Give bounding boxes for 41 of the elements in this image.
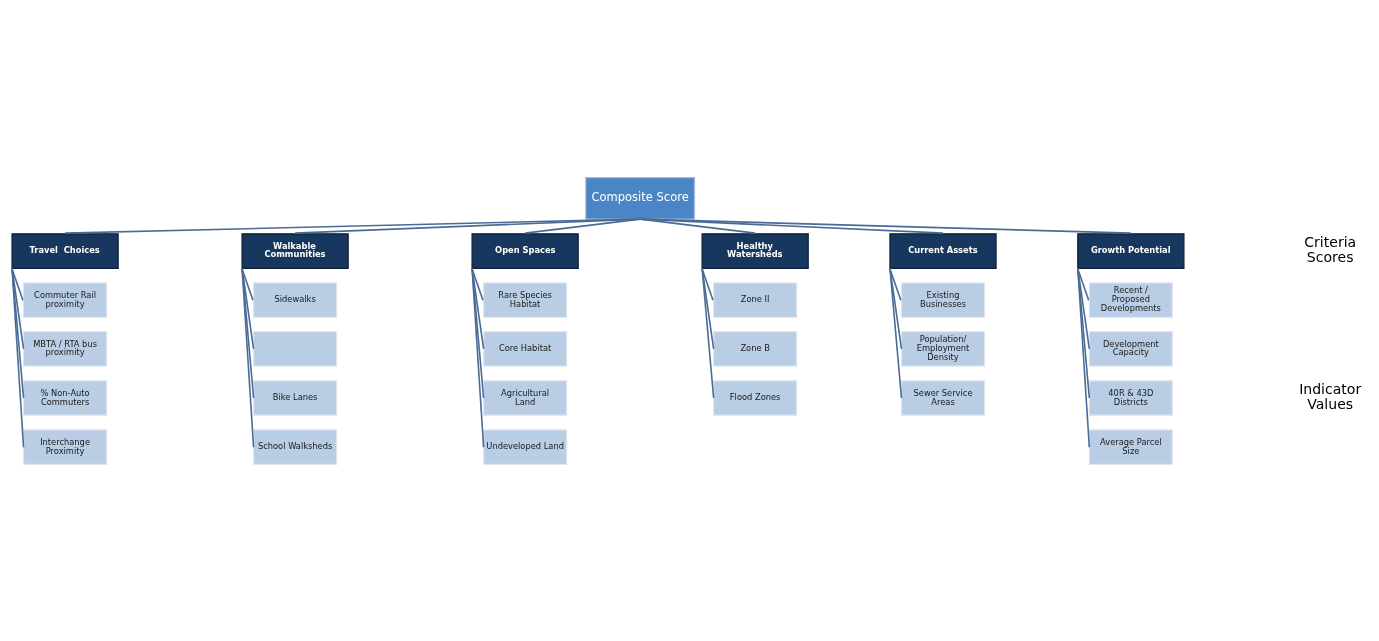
node-box: 40R & 43D Districts xyxy=(1088,379,1174,416)
node-box xyxy=(252,330,338,367)
connector xyxy=(294,217,641,234)
node-box: Core Habitat xyxy=(482,330,568,367)
node-box: Bike Lanes xyxy=(252,379,338,416)
node-box: Undeveloped Land xyxy=(482,428,568,465)
connector xyxy=(471,267,485,448)
node-box: Sewer Service Areas xyxy=(900,379,986,416)
connector xyxy=(11,267,25,448)
node-box: Current Assets xyxy=(889,232,997,269)
node-box: MBTA / RTA bus proximity xyxy=(22,330,108,367)
node-box: Agricultural Land xyxy=(482,379,568,416)
connector xyxy=(889,267,903,399)
connector xyxy=(701,267,715,399)
node-box: Composite Score xyxy=(585,176,696,220)
node-box: Travel Choices xyxy=(11,232,119,269)
node-box: School Walksheds xyxy=(252,428,338,465)
node-box: Population/ Employment Density xyxy=(900,330,986,367)
connector xyxy=(639,217,1132,234)
connector xyxy=(1077,267,1091,448)
node-box: Zone II xyxy=(713,281,798,318)
node-box: Interchange Proximity xyxy=(22,428,108,465)
node-box: Recent / Proposed Developments xyxy=(1088,281,1174,318)
connector xyxy=(241,267,255,448)
node-box: Existing Businesses xyxy=(900,281,986,318)
node-box: Flood Zones xyxy=(713,379,798,416)
label: Indicator Values xyxy=(1299,380,1362,412)
connector xyxy=(64,217,641,234)
label: Criteria Scores xyxy=(1304,233,1357,265)
node-box: % Non-Auto Commuters xyxy=(22,379,108,416)
node-box: Healthy Watersheds xyxy=(701,232,809,269)
connector xyxy=(524,217,641,234)
node-box: Growth Potential xyxy=(1077,232,1185,269)
node-box: Sidewalks xyxy=(252,281,338,318)
node-box: Average Parcel Size xyxy=(1088,428,1174,465)
node-box: Zone B xyxy=(713,330,798,367)
node-box: Development Capacity xyxy=(1088,330,1174,367)
node-box: Walkable Communities xyxy=(241,232,349,269)
node-box: Rare Species Habitat xyxy=(482,281,568,318)
node-box: Commuter Rail proximity xyxy=(22,281,108,318)
node-box: Open Spaces xyxy=(471,232,579,269)
